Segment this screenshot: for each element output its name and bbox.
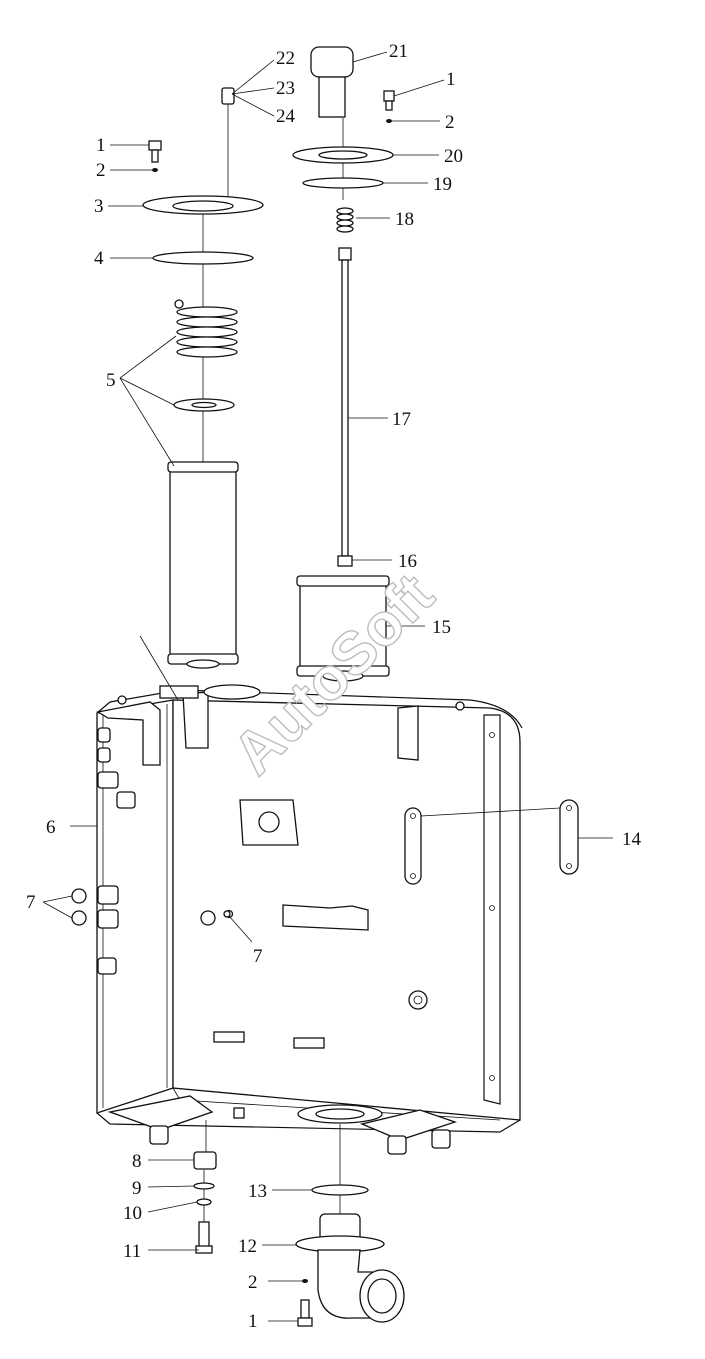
callout-2-bottom: 2 xyxy=(248,1272,258,1293)
callout-1-top-right: 1 xyxy=(446,69,456,90)
callout-22: 22 xyxy=(276,48,295,69)
callout-24: 24 xyxy=(276,106,296,127)
mount-hardware xyxy=(193,1120,217,1254)
callout-18: 18 xyxy=(395,209,414,230)
callout-2-top-right: 2 xyxy=(445,112,455,133)
outlet-elbow xyxy=(295,1124,405,1327)
callout-17: 17 xyxy=(392,409,411,430)
callout-labels: 1 2 3 4 5 6 7 7 8 9 10 11 12 13 14 15 16… xyxy=(26,41,642,1332)
callout-2-top-left: 2 xyxy=(96,160,106,181)
callout-5: 5 xyxy=(106,370,116,391)
callout-4: 4 xyxy=(94,248,104,269)
callout-21: 21 xyxy=(389,41,408,62)
callout-23: 23 xyxy=(276,78,295,99)
callout-15: 15 xyxy=(432,617,451,638)
callout-20: 20 xyxy=(444,146,463,167)
hydraulic-tank xyxy=(96,684,523,1155)
callout-9: 9 xyxy=(132,1178,142,1199)
callout-12: 12 xyxy=(238,1236,257,1257)
left-filter-assembly xyxy=(142,87,264,669)
callout-11: 11 xyxy=(123,1241,141,1262)
callout-6: 6 xyxy=(46,817,56,838)
callout-19: 19 xyxy=(433,174,452,195)
callout-1-bottom: 1 xyxy=(248,1311,258,1332)
callout-7-front: 7 xyxy=(253,946,263,967)
callout-13: 13 xyxy=(248,1181,267,1202)
right-filter-assembly xyxy=(292,46,395,682)
callout-8: 8 xyxy=(132,1151,142,1172)
callout-16: 16 xyxy=(398,551,417,572)
callout-7-left: 7 xyxy=(26,892,36,913)
callout-14: 14 xyxy=(622,829,642,850)
plugs xyxy=(71,888,231,926)
leader-lines xyxy=(42,51,613,1322)
callout-10: 10 xyxy=(123,1203,142,1224)
mounting-strap xyxy=(559,799,579,875)
callout-3: 3 xyxy=(94,196,104,217)
callout-1-top-left: 1 xyxy=(96,135,106,156)
